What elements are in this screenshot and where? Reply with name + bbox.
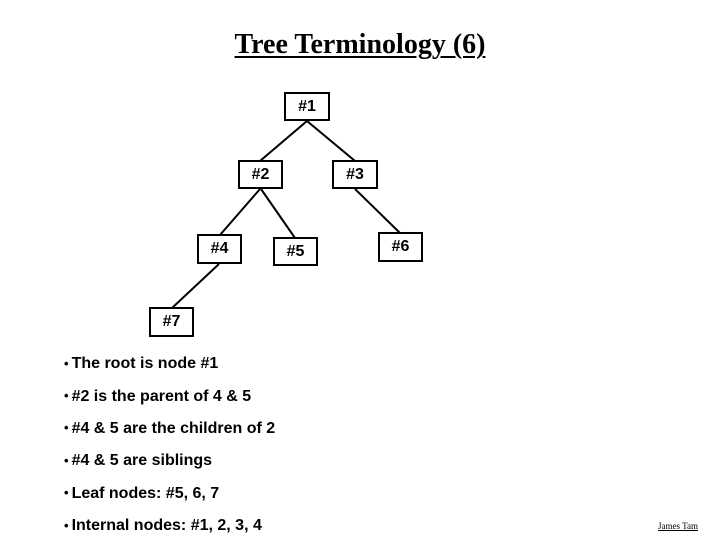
bullet-list: • The root is node #1 • #2 is the parent… [64,348,624,542]
tree-edge-2-4 [219,188,261,236]
bullet-text: The root is node #1 [71,355,219,373]
bullet-item: • #4 & 5 are siblings [64,445,624,477]
tree-node-4-label: #4 [210,240,229,257]
tree-node-5-label: #5 [286,242,305,260]
tree-edge-1-3 [306,120,356,162]
bullet-icon: • [64,388,69,404]
title-area: Tree Terminology (6) [0,29,720,61]
tree-edge-3-6 [354,188,401,234]
bullet-text: Leaf nodes: #5, 6, 7 [71,484,220,502]
bullet-text: #4 & 5 are the children of 2 [71,419,276,437]
bullet-icon: • [64,452,69,468]
bullet-item: • The root is node #1 [64,348,624,380]
bullet-item: • #2 is the parent of 4 & 5 [64,380,624,412]
tree-node-4: #4 [197,234,242,264]
tree-node-3: #3 [332,160,378,189]
bullet-text: #4 & 5 are siblings [71,452,213,470]
bullet-text: Internal nodes: #1, 2, 3, 4 [71,517,262,535]
tree-node-5: #5 [273,237,318,266]
tree-node-1: #1 [284,92,330,121]
tree-node-7-label: #7 [162,313,181,330]
tree-edge-2-5 [260,188,296,239]
tree-node-2: #2 [238,160,283,189]
tree-node-3-label: #3 [346,165,364,183]
bullet-icon: • [64,517,69,533]
slide-title: Tree Terminology (6) [234,29,486,60]
bullet-text: #2 is the parent of 4 & 5 [71,387,252,405]
tree-node-7: #7 [149,307,194,337]
tree-node-1-label: #1 [298,97,316,115]
tree-node-6: #6 [378,232,423,262]
tree-edge-1-2 [259,120,308,162]
bullet-item: • Internal nodes: #1, 2, 3, 4 [64,510,624,542]
author-credit: James Tam [658,521,698,531]
tree-edge-4-7 [171,263,220,309]
tree-node-6-label: #6 [391,238,410,255]
bullet-icon: • [64,355,69,371]
tree-node-2-label: #2 [251,165,270,183]
bullet-icon: • [64,420,69,436]
bullet-item: • Leaf nodes: #5, 6, 7 [64,478,624,510]
bullet-item: • #4 & 5 are the children of 2 [64,413,624,445]
bullet-icon: • [64,485,69,501]
